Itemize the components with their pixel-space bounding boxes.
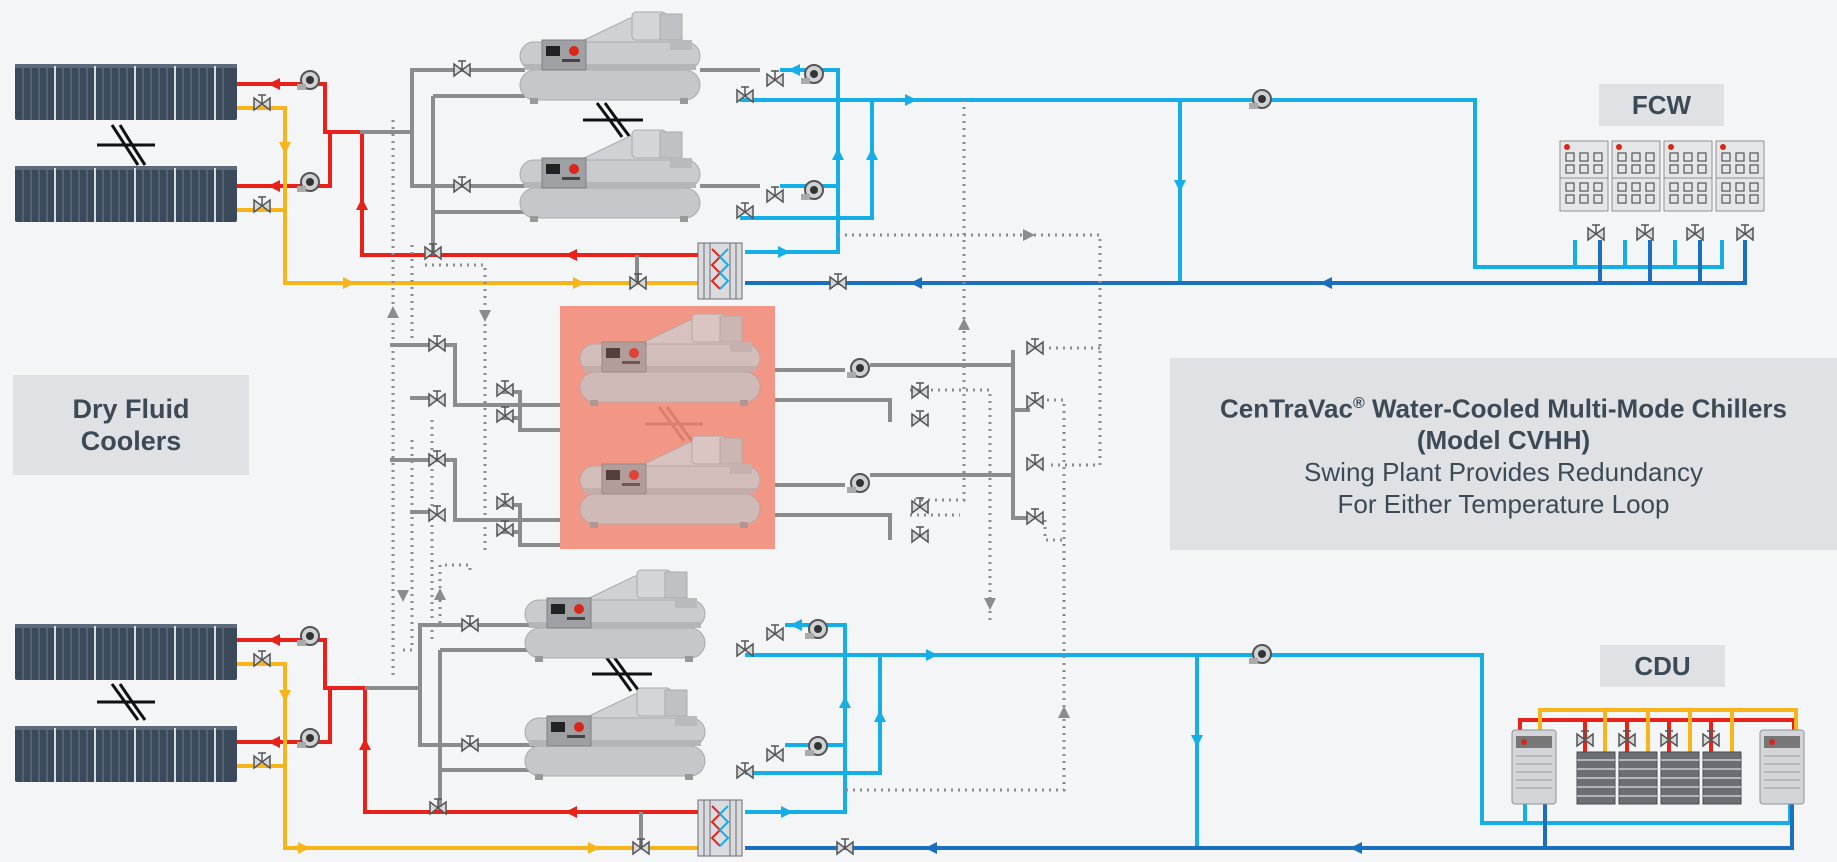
- rack-icon: [1576, 751, 1742, 805]
- fcw-label-text: FCW: [1631, 89, 1692, 120]
- cdu-label: CDU: [1600, 645, 1725, 687]
- heat-exchanger-bottom: [697, 799, 743, 857]
- cdu-label-text: CDU: [1634, 650, 1691, 681]
- dry-cooler-4: [14, 725, 238, 783]
- info-desc-line2: For Either Temperature Loop: [1337, 488, 1670, 519]
- cdu-icon: [1511, 729, 1805, 805]
- top-condenser-piping: [235, 64, 1747, 289]
- dry-fluid-coolers-line1: Dry Fluid: [72, 394, 190, 424]
- info-title-rest: Water-Cooled Multi-Mode Chillers: [1364, 393, 1788, 424]
- info-model: (Model CVHH): [1416, 424, 1591, 455]
- chiller-bottom-2: [524, 687, 706, 781]
- chiller-top-2: [519, 129, 701, 223]
- chiller-top-1: [519, 11, 701, 105]
- dry-cooler-1: [14, 63, 238, 121]
- dry-fluid-coolers-label: Dry Fluid Coolers: [13, 375, 249, 475]
- swing-plant-piping: [387, 100, 1102, 792]
- dry-cooler-3: [14, 623, 238, 681]
- info-title-main: CenTraVac: [1219, 393, 1353, 424]
- fcw-label: FCW: [1599, 84, 1724, 126]
- chiller-bottom-1: [524, 569, 706, 663]
- registered-mark: ®: [1352, 395, 1365, 413]
- fan-coil-wall-icon: [1559, 140, 1765, 212]
- info-desc-line1: Swing Plant Provides Redundancy: [1304, 456, 1703, 487]
- info-title: CenTraVac® Water-Cooled Multi-Mode Chill…: [1220, 388, 1787, 425]
- pump-icon: [296, 64, 1272, 757]
- dry-fluid-coolers-line2: Coolers: [80, 426, 182, 456]
- dry-cooler-2: [14, 165, 238, 223]
- heat-exchanger-top: [697, 242, 743, 300]
- info-box: CenTraVac® Water-Cooled Multi-Mode Chill…: [1170, 358, 1837, 550]
